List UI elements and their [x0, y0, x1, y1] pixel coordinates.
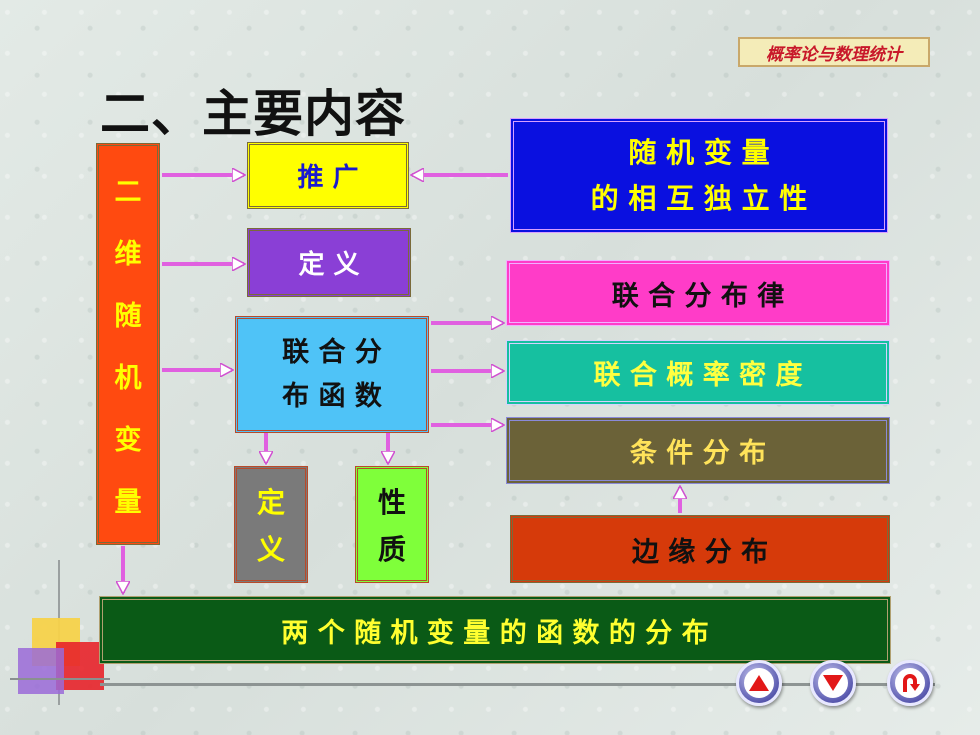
box-generalization: 推 广: [247, 142, 409, 209]
left-column-2d-random-variable: 二 维 随 机 变 量: [96, 143, 160, 545]
box-joint-cdf: 联 合 分 布 函 数: [235, 316, 429, 433]
box-joint-distribution-law: 联 合 分 布 律: [506, 260, 890, 326]
box-cdf-definition: 定 义: [234, 466, 308, 583]
left-char: 量: [114, 486, 142, 518]
left-char: 二: [114, 176, 142, 208]
prop-char: 质: [377, 533, 406, 567]
triangle-down-icon: [823, 675, 843, 691]
left-char: 变: [114, 424, 142, 456]
independence-line2: 的 相 互 独 立 性: [590, 181, 808, 215]
triangle-up-icon: [749, 675, 769, 691]
left-char: 机: [114, 362, 142, 394]
decorative-squares: [10, 560, 120, 710]
joint-cdf-line2: 布 函 数: [282, 380, 382, 412]
box-conditional-distribution: 条 件 分 布: [506, 417, 890, 484]
course-logo: 概率论与数理统计: [738, 37, 930, 67]
box-cdf-properties: 性 质: [355, 466, 429, 583]
page-title: 二、主要内容: [100, 85, 406, 143]
left-char: 随: [114, 300, 142, 332]
def-char: 定: [256, 485, 285, 519]
box-independence: 随 机 变 量 的 相 互 独 立 性: [510, 118, 888, 233]
box-definition: 定 义: [247, 228, 411, 297]
left-char: 维: [114, 238, 142, 270]
box-function-distribution: 两 个 随 机 变 量 的 函 数 的 分 布: [99, 596, 891, 664]
prop-char: 性: [377, 485, 406, 519]
return-button[interactable]: [887, 660, 933, 706]
box-joint-density: 联 合 概 率 密 度: [506, 340, 890, 405]
def-char: 义: [256, 533, 285, 567]
next-slide-button[interactable]: [810, 660, 856, 706]
joint-cdf-line1: 联 合 分: [282, 336, 382, 368]
prev-slide-button[interactable]: [736, 660, 782, 706]
bottom-rule: [100, 683, 935, 686]
box-marginal-distribution: 边 缘 分 布: [510, 515, 890, 583]
independence-line1: 随 机 变 量: [628, 135, 770, 169]
return-arrow-icon: [903, 674, 920, 692]
